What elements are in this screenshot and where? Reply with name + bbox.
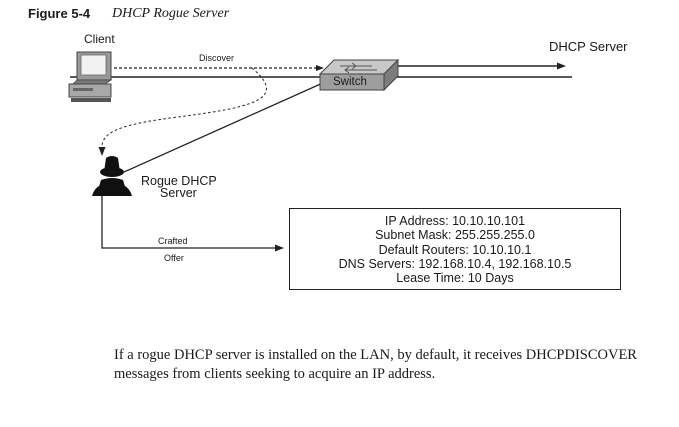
rogue-link: [123, 81, 326, 173]
crafted-label: Crafted: [158, 236, 188, 246]
client-label: Client: [84, 32, 115, 46]
dhcp-server-label: DHCP Server: [549, 39, 628, 54]
rogue-receive-arrowhead: [98, 147, 106, 156]
figure-label: Figure 5-4: [28, 6, 91, 21]
offer-default-routers: Default Routers: 10.10.10.1: [378, 242, 532, 257]
server-arrowhead: [557, 62, 566, 70]
rogue-server-label-line1: Rogue DHCP: [141, 174, 217, 188]
figure-title: DHCP Rogue Server: [112, 6, 230, 21]
offer-dns-servers: DNS Servers: 192.168.10.4, 192.168.10.5: [338, 256, 572, 271]
rogue-hacker-icon: [92, 156, 132, 196]
offer-label: Offer: [164, 253, 184, 263]
rogue-server-label-line2: Server: [160, 186, 197, 200]
offer-ip-address: IP Address: 10.10.10.101: [384, 214, 526, 228]
discover-arrowhead: [316, 65, 324, 71]
rogue-receive-path: [101, 67, 267, 151]
switch-icon: [318, 58, 400, 92]
switch-label: Switch: [333, 76, 367, 88]
offer-details-box: IP Address: 10.10.10.101 Subnet Mask: 25…: [289, 208, 621, 290]
caption-text: If a rogue DHCP server is installed on t…: [114, 347, 637, 382]
client-computer-icon: [68, 51, 113, 102]
discover-label: Discover: [199, 53, 235, 63]
offer-path: [101, 195, 276, 249]
offer-subnet-mask: Subnet Mask: 255.255.255.0: [375, 228, 535, 243]
offer-lease-time: Lease Time: 10 Days: [396, 271, 514, 286]
offer-arrowhead: [275, 244, 284, 252]
